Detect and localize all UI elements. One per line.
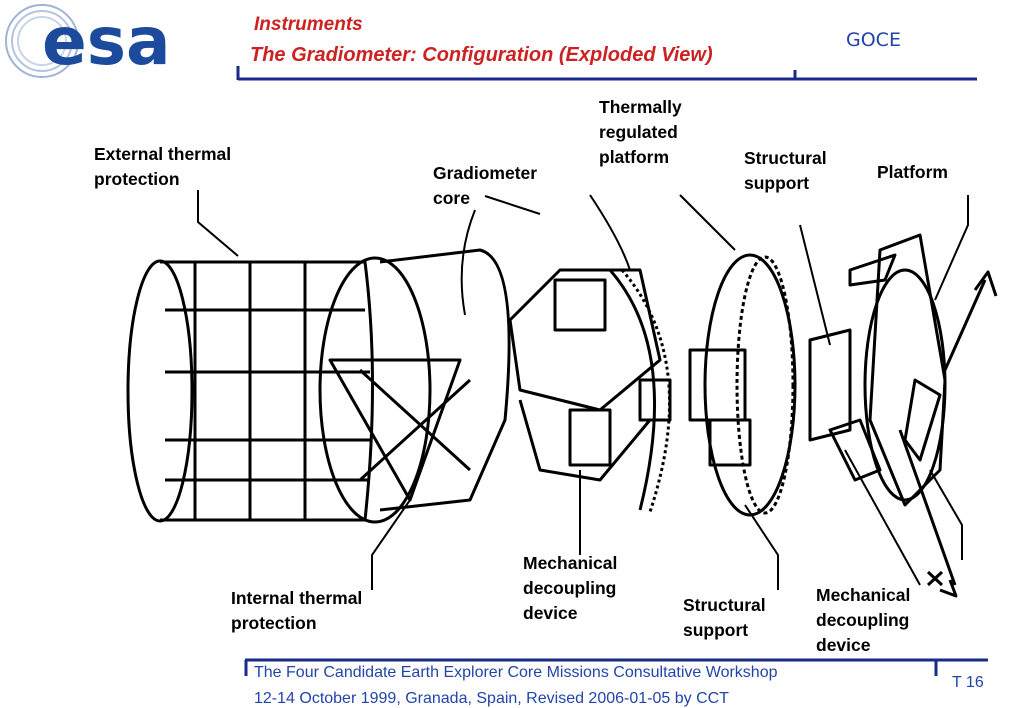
label-internal-thermal-protection: Internal thermal protection (231, 588, 363, 633)
header-rules (236, 66, 977, 81)
label-thermally-regulated-platform: Thermally regulated platform (599, 97, 682, 167)
footer-rules (244, 658, 988, 676)
leader-platform (934, 195, 969, 301)
leader-thermally-regulated (589, 194, 631, 271)
leader-structural-support-top (799, 224, 831, 346)
leader-gradiometer-core-2 (460, 209, 476, 316)
leader-structural-support-bottom (744, 504, 779, 590)
esa-logo: esa (5, 3, 171, 80)
label-platform: Platform (877, 162, 948, 182)
leader-internal-thermal (371, 499, 411, 590)
platform-shape (848, 233, 998, 598)
page-title: The Gradiometer: Configuration (Exploded… (250, 44, 713, 66)
mechanical-decoupling-device-shape (808, 328, 882, 482)
leader-external-thermal (197, 190, 239, 257)
footer-date: 12-14 October 1999, Granada, Spain, Revi… (254, 690, 729, 707)
esa-logo-text: esa (42, 3, 171, 80)
page-number: T 16 (952, 674, 984, 691)
leader-thermally-regulated-2 (679, 194, 736, 251)
leader-right-vertical (929, 469, 963, 560)
leader-mechanical-right (844, 449, 921, 586)
footer-workshop: The Four Candidate Earth Explorer Core M… (254, 664, 778, 681)
label-structural-support-bottom: Structural support (683, 595, 766, 640)
internal-thermal-protection-shape (318, 248, 511, 524)
leader-lines (197, 190, 969, 590)
leader-gradiometer-core (484, 195, 541, 215)
label-mechanical-decoupling-center: Mechanical decoupling device (523, 553, 618, 623)
label-structural-support-top: Structural support (744, 148, 827, 193)
label-gradiometer-core: Gradiometer core (433, 163, 538, 208)
thermally-regulated-platform-shape (608, 269, 672, 513)
label-mechanical-decoupling-right: Mechanical decoupling device (816, 585, 911, 655)
structural-support-shape (688, 253, 797, 517)
label-external-thermal-protection: External thermal protection (94, 144, 232, 189)
mission-name: GOCE (846, 29, 901, 51)
section-title: Instruments (254, 14, 363, 35)
external-thermal-protection-shape (126, 259, 374, 523)
gradiometer-core-shape (508, 268, 662, 482)
